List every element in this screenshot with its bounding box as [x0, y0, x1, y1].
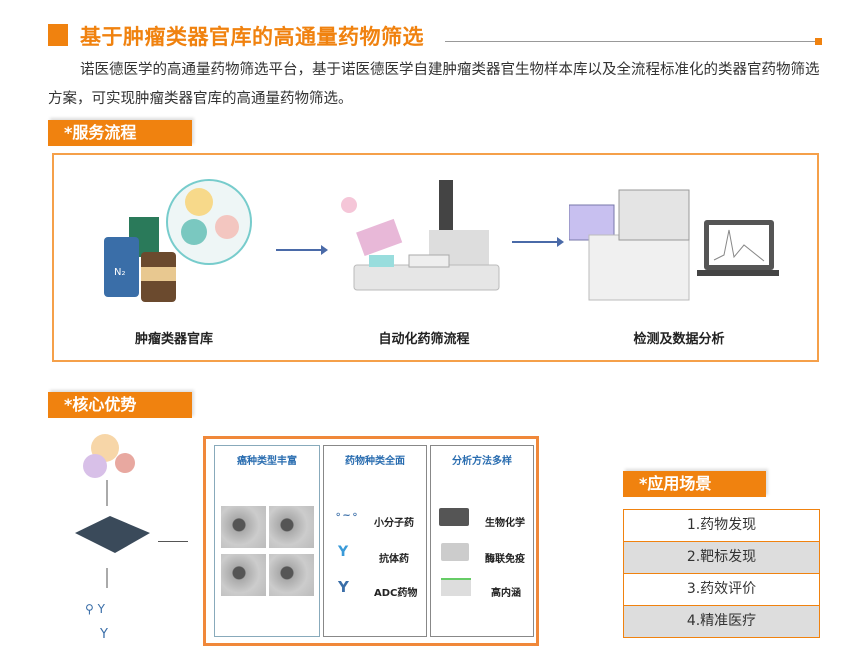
screening-workflow-icon: ⚲ Y Y — [75, 434, 150, 642]
advantages-box: 癌种类型丰富 药物种类全面 ⚬~⚬ 小分子药 Y 抗体药 Y ADC药物 分析方… — [203, 436, 539, 646]
column-title: 药物种类全面 — [345, 456, 405, 467]
divider-end-marker — [815, 38, 822, 45]
column-title: 癌种类型丰富 — [237, 456, 297, 467]
drug-type: 小分子药 — [374, 518, 414, 529]
applications-list: 1.药物发现 2.靶标发现 3.药效评价 4.精准医疗 — [623, 509, 820, 638]
organoid-bottles-icon: N₂ — [104, 179, 252, 302]
drug-type: ADC药物 — [374, 588, 418, 599]
svg-text:⚲ Y: ⚲ Y — [85, 602, 106, 616]
high-content-imager-icon — [441, 578, 471, 596]
advantage-column: 药物种类全面 ⚬~⚬ 小分子药 Y 抗体药 Y ADC药物 — [323, 445, 427, 637]
elisa-reader-icon — [441, 543, 469, 561]
application-item: 1.药物发现 — [623, 509, 820, 542]
flow-arrow — [158, 541, 188, 542]
page-title: 基于肿瘤类器官库的高通量药物筛选 — [80, 25, 424, 49]
svg-text:N₂: N₂ — [114, 267, 126, 278]
divider — [445, 41, 817, 42]
antibody-icon: Y — [338, 544, 349, 560]
automated-liquid-handler-icon — [341, 180, 500, 291]
organoid-image — [269, 506, 314, 548]
drug-type: 抗体药 — [379, 554, 409, 565]
small-molecule-icon: ⚬~⚬ — [334, 510, 360, 521]
organoid-image — [221, 554, 266, 596]
column-title: 分析方法多样 — [452, 456, 512, 467]
application-item: 3.药效评价 — [623, 574, 820, 606]
application-item: 2.靶标发现 — [623, 542, 820, 574]
adc-icon: Y — [338, 578, 349, 596]
biochem-analyzer-icon — [439, 508, 469, 526]
advantage-column: 分析方法多样 生物化学 酶联免疫 高内涵 — [430, 445, 534, 637]
organoid-image — [221, 506, 266, 548]
step-label: 检测及数据分析 — [633, 332, 725, 347]
detection-analysis-icon — [569, 189, 779, 301]
flow-arrow — [512, 237, 564, 247]
method: 高内涵 — [491, 588, 521, 599]
application-item: 4.精准医疗 — [623, 606, 820, 638]
method: 酶联免疫 — [485, 554, 525, 565]
service-flow-box: N₂ 肿瘤类器官库 自动化药筛流程 检测及数据分析 — [52, 153, 819, 362]
method: 生物化学 — [485, 518, 525, 529]
advantage-column: 癌种类型丰富 — [214, 445, 320, 637]
service-tab: *服务流程 — [48, 120, 192, 146]
advantages-tab: *核心优势 — [48, 392, 192, 418]
step-label: 肿瘤类器官库 — [134, 332, 213, 347]
svg-text:Y: Y — [99, 627, 108, 642]
applications-tab: *应用场景 — [623, 471, 766, 497]
intro-paragraph: 诺医德医学的高通量药物筛选平台，基于诺医德医学自建肿瘤类器官生物样本库以及全流程… — [48, 62, 820, 107]
organoid-image — [269, 554, 314, 596]
flow-arrow — [276, 245, 328, 255]
title-marker — [48, 24, 68, 46]
step-label: 自动化药筛流程 — [378, 332, 470, 347]
